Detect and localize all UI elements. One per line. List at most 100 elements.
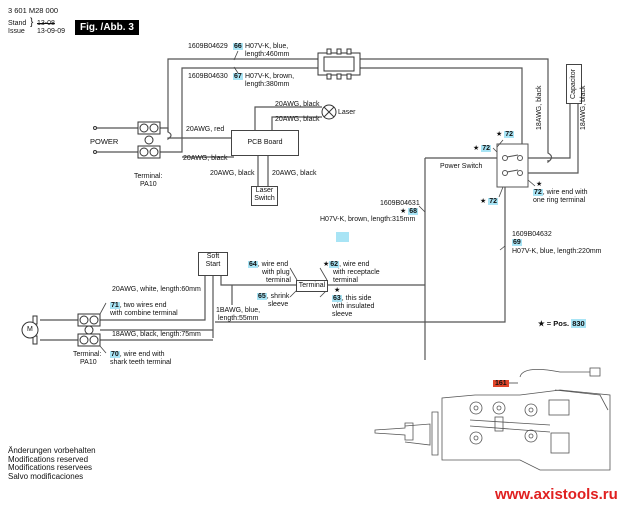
- bracket-icon: }: [30, 17, 34, 28]
- p64-desc-1: , wire end: [257, 261, 289, 268]
- pos-69: 69: [512, 239, 522, 246]
- soft-start-line-2: Start: [205, 261, 221, 268]
- p70-desc-1: , wire end with: [119, 351, 165, 358]
- laser-lamp: [321, 104, 337, 120]
- pos-71: 71: [110, 302, 120, 309]
- pos-72-a: 72: [504, 131, 515, 138]
- p71-desc-2: with combine terminal: [110, 310, 178, 317]
- laser-switch-line-2: Switch: [254, 195, 275, 202]
- pos-62: 62: [329, 261, 340, 268]
- wire-68-part: 1609B04631: [380, 200, 420, 207]
- power-label: POWER: [90, 137, 119, 146]
- wire-white: [100, 272, 206, 321]
- laser-switch-line-1: Laser: [255, 187, 274, 194]
- wire-white-label: 20AWG, white, length:60mm: [112, 286, 201, 293]
- wire-laser-2: [271, 116, 322, 132]
- power-switch-label: Power Switch: [440, 163, 483, 170]
- wire-laser-1: [254, 106, 322, 132]
- wire-66-part: 1609B04629: [188, 43, 228, 50]
- pcb-board: PCB Board: [231, 130, 299, 156]
- terminal-power-label-2: PA10: [140, 181, 157, 188]
- cap-right-wire-label: 18AWG, black: [580, 85, 587, 130]
- wire-red-label: 20AWG, red: [186, 126, 225, 133]
- motor-terminal-block: [77, 313, 101, 347]
- wire-black-c-label: 20AWG, black: [275, 116, 320, 123]
- wire-67-desc-2: length:380mm: [245, 81, 290, 88]
- motor-symbol: [21, 315, 39, 345]
- motor-label: M: [27, 326, 33, 333]
- pos-65: 65: [257, 293, 267, 300]
- wire-67-part: 1609B04630: [188, 73, 228, 80]
- cap-left-wire-label: 18AWG, black: [536, 85, 543, 130]
- wire-blue18-label-1: 1BAWG, blue,: [216, 307, 261, 314]
- pos-161: 161: [493, 380, 509, 387]
- wire-black-pcb: [157, 138, 183, 153]
- star-icon: ★: [323, 261, 330, 268]
- capacitor: Capacitor: [566, 64, 582, 104]
- wire-black-d-label: 20AWG, black: [210, 170, 255, 177]
- star-icon: ★: [536, 181, 543, 188]
- legend-prefix: ★ = Pos.: [538, 319, 570, 328]
- wire-black-b-label: 20AWG, black: [275, 101, 320, 108]
- terminal-motor-label-1: Terminal:: [73, 351, 102, 358]
- star-icon: ★: [334, 287, 341, 294]
- terminal-mid: Terminal: [296, 280, 328, 292]
- p63-desc-3: sleeve: [332, 311, 353, 318]
- wire-69-desc: H07V-K, blue, length:220mm: [512, 248, 602, 255]
- pos-72-c: 72: [488, 198, 499, 205]
- note-en: Modifications reserved: [8, 454, 89, 464]
- wire-67-desc-1: H07V-K, brown,: [245, 73, 295, 80]
- power-terminal-block: [93, 121, 161, 159]
- modification-notes: Änderungen vorbehalten Modifications res…: [8, 446, 96, 481]
- p70-desc-2: shark teeth terminal: [110, 359, 172, 366]
- pos-70: 70: [110, 351, 120, 358]
- p72-desc-1: , wire end with: [542, 189, 588, 196]
- p71-desc-1: , two wires end: [119, 302, 167, 309]
- pos-72-b: 72: [481, 145, 492, 152]
- p62-desc-3: terminal: [333, 277, 358, 284]
- soft-start-line-1: Soft: [206, 253, 220, 260]
- power-switch: [496, 143, 529, 188]
- legend-pos: 830: [571, 319, 586, 328]
- note-de: Änderungen vorbehalten: [8, 446, 96, 455]
- inline-connector: [317, 48, 361, 80]
- wire-black-e-label: 20AWG, black: [272, 170, 317, 177]
- p65-desc-1: , shrink: [266, 293, 290, 300]
- p72-desc-2: one ring terminal: [533, 197, 586, 204]
- highlight-marker: [336, 232, 349, 242]
- p65-desc-2: sleeve: [268, 301, 289, 308]
- watermark-url[interactable]: www.axistools.ru: [495, 486, 618, 503]
- terminal-motor-label-2: PA10: [80, 359, 97, 366]
- figure-label: Fig. /Abb. 3: [75, 20, 139, 35]
- doc-number: 3 601 M28 000: [8, 6, 59, 15]
- wire-66: [167, 58, 553, 164]
- laser-label: Laser: [338, 109, 356, 116]
- p62-desc-2: with receptacle: [333, 269, 380, 276]
- wire-66-desc-2: length:460mm: [245, 51, 290, 58]
- star-icon: ★: [473, 145, 480, 152]
- wire-black18-label: 18AWG, black, length:75mm: [112, 331, 201, 338]
- note-fr: Modifications reservees: [8, 463, 93, 472]
- wire-66-desc-1: H07V-K, blue,: [245, 43, 289, 50]
- p64-desc-3: terminal: [266, 277, 291, 284]
- capacitor-label: Capacitor: [570, 69, 577, 99]
- legend: ★ = Pos. 830: [538, 319, 586, 328]
- issue-label: Issue: [8, 28, 25, 35]
- wire-cap-right: [528, 104, 579, 174]
- tool-drawing: [374, 367, 611, 471]
- issue-date: 13-09-09: [37, 28, 66, 35]
- pos-67: 67: [233, 73, 243, 80]
- wire-red: [157, 127, 234, 141]
- p63-desc-1: , this side: [341, 295, 372, 302]
- pos-66: 66: [233, 43, 243, 50]
- p64-desc-2: with plug: [262, 269, 290, 276]
- pos-68: 68: [408, 208, 419, 215]
- laser-switch: Laser Switch: [251, 186, 278, 206]
- star-icon: ★: [480, 198, 487, 205]
- pos-72-d: 72: [533, 189, 543, 196]
- soft-start: Soft Start: [198, 252, 228, 276]
- wire-69-part: 1609B04632: [512, 231, 552, 238]
- pos-64: 64: [248, 261, 258, 268]
- terminal-power-label-1: Terminal:: [134, 173, 163, 180]
- p63-desc-2: with insulated: [332, 303, 375, 310]
